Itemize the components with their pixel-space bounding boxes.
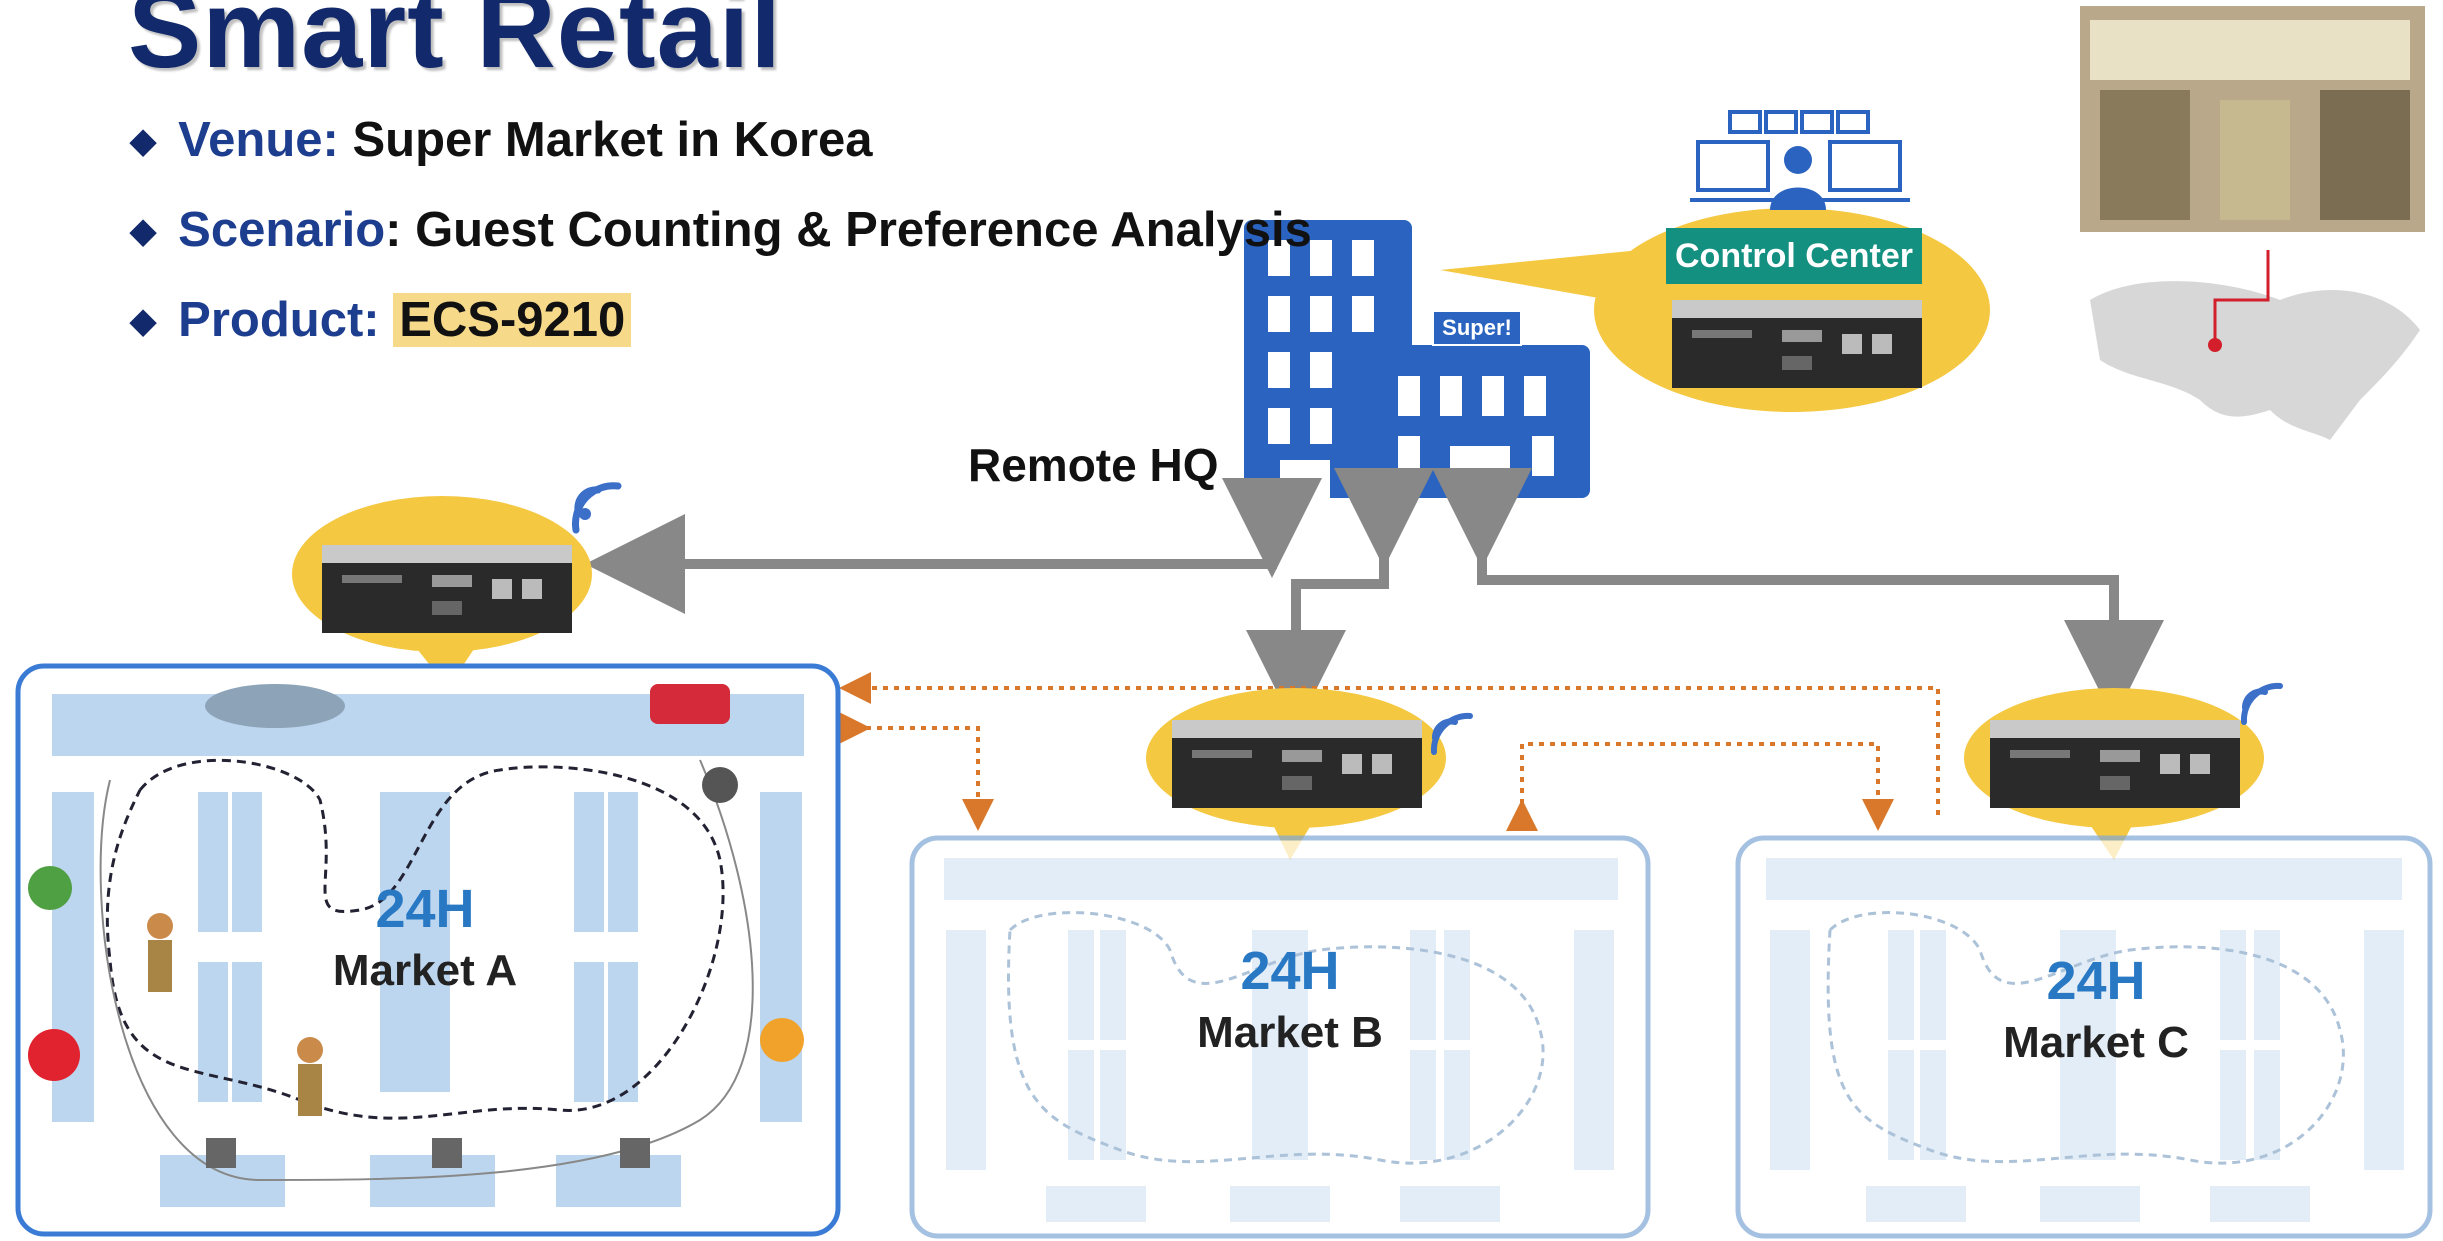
market-a-hours: 24H [375,879,475,939]
market-a-name: Market A [332,946,518,995]
market-a-label: 24H Market A [300,878,550,996]
venue-key: Venue: [178,113,339,167]
page-title: Smart Retail [128,0,782,91]
hq-building-icon [1244,220,1590,498]
store-photo [2080,6,2425,232]
market-b-hours: 24H [1240,941,1340,1001]
data-sync-links [839,672,1940,831]
market-a-store [15,663,841,1237]
market-c-device-bubble [1964,688,2264,860]
market-b-store [909,835,1651,1239]
market-c-name: Market C [2003,1018,2189,1067]
product-value: ECS-9210 [393,293,632,347]
diamond-bullet-icon: ◆ [130,212,157,250]
market-c-label: 24H Market C [1966,950,2226,1068]
super-sign: Super! [1432,310,1522,346]
market-b-name: Market B [1197,1008,1383,1057]
network-links [585,468,2164,730]
bullet-venue: ◆ Venue: Super Market in Korea [130,112,873,168]
market-c-store [1735,835,2433,1239]
remote-hq-label: Remote HQ [968,439,1219,491]
bullet-product: ◆ Product: ECS-9210 [130,292,632,348]
market-c-hours: 24H [2046,951,2146,1011]
market-b-device-bubble [1146,688,1446,860]
diamond-bullet-icon: ◆ [130,122,157,160]
control-center-label: Control Center [1666,228,1922,284]
venue-value: Super Market in Korea [352,113,873,167]
product-key: Product: [178,293,380,347]
world-map [2090,281,2420,440]
scenario-key: Scenario [178,203,386,257]
market-a-device-bubble [292,496,592,688]
wifi-icon [572,482,622,534]
scenario-value: : Guest Counting & Preference Analysis [385,203,1312,257]
diamond-bullet-icon: ◆ [130,302,157,340]
market-b-label: 24H Market B [1160,940,1420,1058]
bullet-scenario: ◆ Scenario: Guest Counting & Preference A… [130,202,1312,258]
